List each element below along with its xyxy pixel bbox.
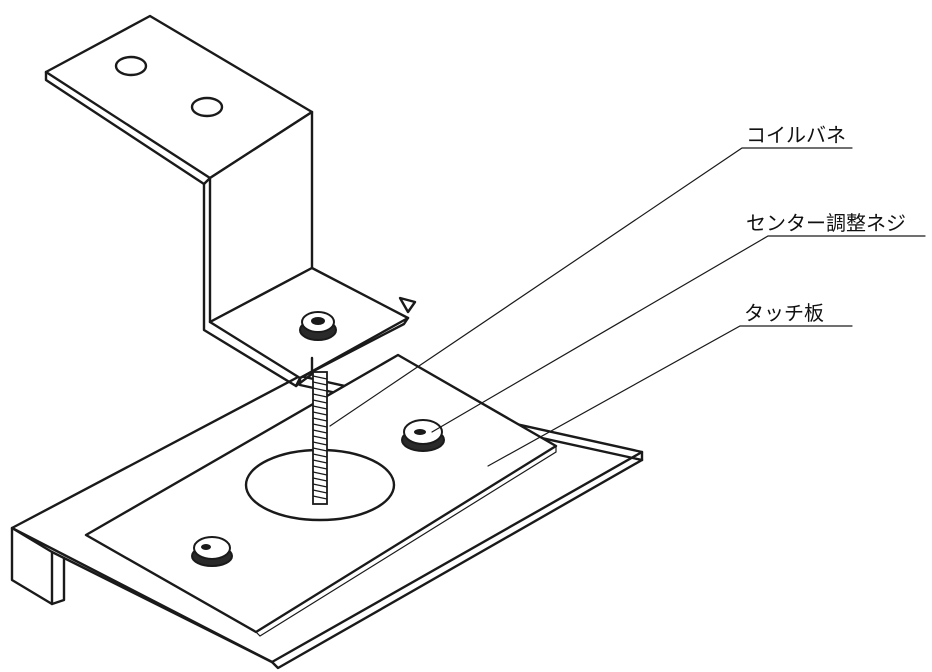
- screw-left: [191, 536, 233, 567]
- bracket: [44, 14, 410, 388]
- coil-spring-windings: [312, 375, 328, 500]
- top-nut: [299, 311, 337, 341]
- coil-spring: [312, 371, 328, 505]
- leader-touch-plate: [487, 325, 853, 467]
- leader-center-adjust-screw: [431, 235, 926, 433]
- leader-coil-spring: [329, 147, 853, 427]
- label-coil-spring: コイルバネ: [746, 123, 846, 147]
- center-adjust-screw: [401, 419, 445, 452]
- label-touch-plate: タッチ板: [744, 301, 824, 325]
- label-center-adjust-screw: センター調整ネジ: [746, 211, 906, 235]
- leader-lines: [329, 147, 926, 467]
